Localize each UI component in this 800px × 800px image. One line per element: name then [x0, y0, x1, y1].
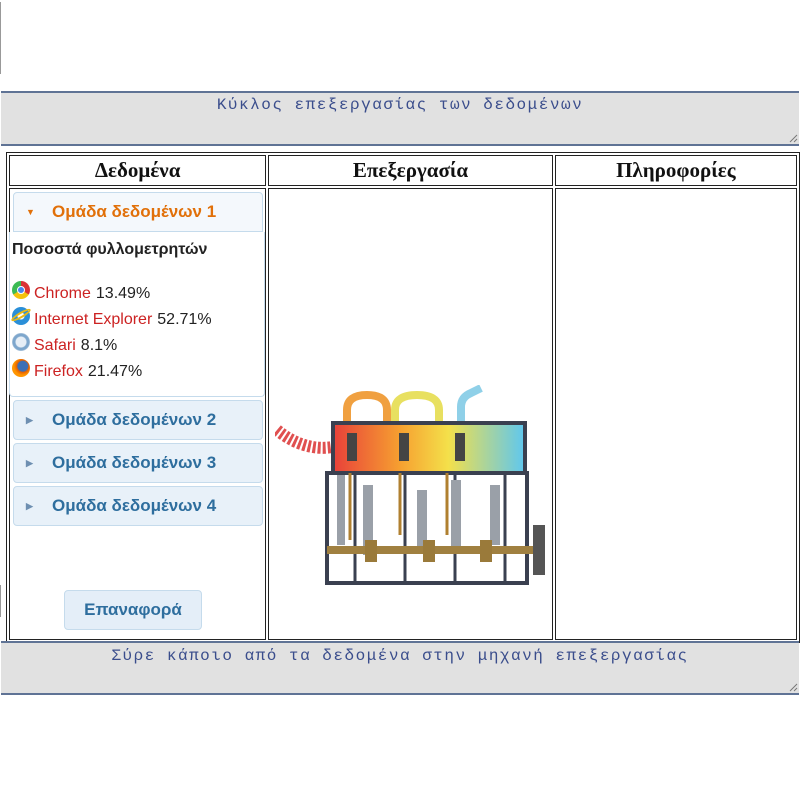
column-header-data: Δεδομένα [9, 155, 267, 186]
instruction-textarea[interactable]: Σύρε κάποιο από τα δεδομένα στην μηχανή … [1, 641, 799, 695]
chrome-icon [12, 281, 30, 299]
browser-value: 8.1% [80, 337, 118, 354]
accordion-header-group-4[interactable]: ▶ Ομάδα δεδομένων 4 [13, 486, 264, 526]
column-header-information: Πληροφορίες [554, 155, 797, 186]
panel-title: Ποσοστά φυλλομετρητών [12, 241, 208, 258]
browser-name: Safari [34, 337, 76, 354]
reset-button[interactable]: Επαναφορά [64, 590, 202, 630]
accordion-header-label: Ομάδα δεδομένων 2 [52, 410, 217, 429]
title-textarea[interactable]: Κύκλος επεξεργασίας των δεδομένων [1, 91, 799, 146]
resize-grip-icon[interactable] [788, 682, 798, 692]
browser-value: 21.47% [87, 363, 143, 380]
main-table: Δεδομένα Επεξεργασία Πληροφορίες ▼ Ομάδα… [6, 152, 800, 643]
data-accordion: ▼ Ομάδα δεδομένων 1 Ποσοστά φυλλομετρητώ… [9, 192, 266, 526]
browser-name: Internet Explorer [34, 311, 153, 328]
draggable-data-item[interactable]: Internet Explorer 52.71% [9, 306, 264, 333]
triangle-right-icon: ▶ [26, 414, 33, 425]
browser-value: 13.49% [95, 285, 151, 302]
accordion-header-label: Ομάδα δεδομένων 3 [52, 453, 217, 472]
draggable-data-item[interactable]: Chrome 13.49% [10, 281, 264, 307]
accordion-header-group-2[interactable]: ▶ Ομάδα δεδομένων 2 [13, 400, 264, 440]
left-edge-mark [0, 2, 1, 74]
processing-cell[interactable] [268, 188, 553, 640]
safari-icon [12, 333, 30, 351]
information-cell [554, 188, 797, 640]
draggable-data-item[interactable]: Safari 8.1% [10, 333, 264, 359]
left-edge-mark [0, 585, 1, 617]
browser-value: 52.71% [157, 311, 212, 328]
internet-explorer-icon [9, 306, 33, 325]
browser-name: Chrome [34, 285, 91, 302]
processing-engine-image[interactable] [275, 385, 550, 590]
accordion-header-label: Ομάδα δεδομένων 1 [52, 202, 217, 221]
title-text: Κύκλος επεξεργασίας των δεδομένων [216, 96, 584, 114]
triangle-down-icon: ▼ [26, 207, 35, 217]
data-cell: ▼ Ομάδα δεδομένων 1 Ποσοστά φυλλομετρητώ… [9, 188, 267, 640]
browser-name: Firefox [34, 363, 83, 380]
browser-list: Chrome 13.49% Internet Explorer 52.71% [9, 281, 264, 385]
accordion-header-group-1[interactable]: ▼ Ομάδα δεδομένων 1 [13, 192, 264, 232]
triangle-right-icon: ▶ [26, 457, 33, 468]
draggable-data-item[interactable]: Firefox 21.47% [10, 359, 264, 385]
accordion-panel-group-1: Ποσοστά φυλλομετρητών Chrome 13.49% [9, 232, 266, 397]
resize-grip-icon[interactable] [788, 133, 798, 143]
firefox-icon [12, 359, 30, 377]
triangle-right-icon: ▶ [26, 500, 33, 511]
accordion-header-label: Ομάδα δεδομένων 4 [52, 496, 217, 515]
column-header-processing: Επεξεργασία [268, 155, 553, 186]
accordion-header-group-3[interactable]: ▶ Ομάδα δεδομένων 3 [13, 443, 264, 483]
instruction-text: Σύρε κάποιο από τα δεδομένα στην μηχανή … [111, 647, 689, 665]
